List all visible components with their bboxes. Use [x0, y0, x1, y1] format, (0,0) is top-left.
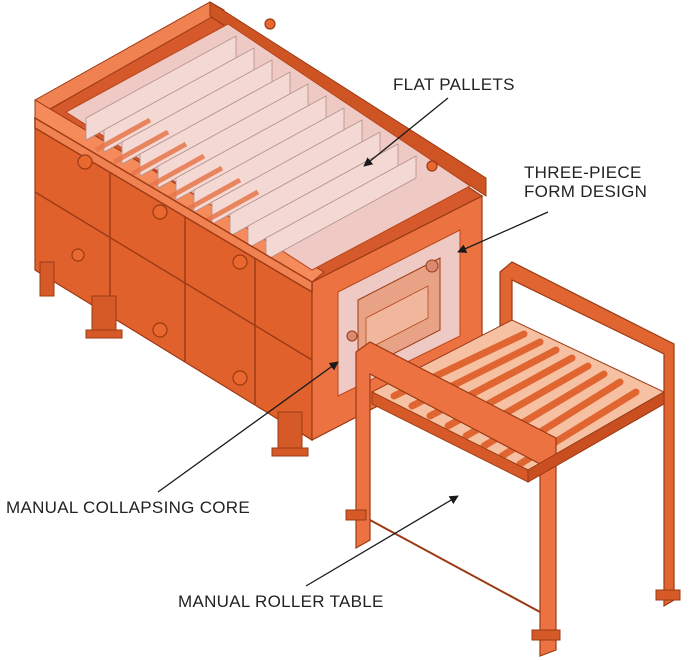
callout-three-piece-form-design: THREE-PIECE FORM DESIGN	[524, 163, 647, 201]
core-inner-floor	[365, 285, 429, 351]
core-hinge-icon	[425, 259, 439, 273]
callout-manual-collapsing-core: MANUAL COLLAPSING CORE	[6, 498, 251, 517]
roller-front-frame	[355, 341, 557, 657]
core-hinge-icon	[346, 330, 358, 342]
leader-collapsing-core	[157, 361, 339, 493]
leader-roller-table	[305, 495, 459, 587]
roller-foot	[655, 589, 681, 601]
leader-flat-pallets	[363, 97, 449, 167]
lifting-lugs	[71, 18, 438, 386]
pallet-slats	[94, 117, 260, 225]
leader-three-piece	[457, 211, 549, 253]
flat-pallets	[65, 23, 471, 271]
roller-foot	[531, 629, 561, 641]
roller-brace	[369, 519, 541, 613]
roller-foot	[345, 509, 367, 521]
callout-flat-pallets: FLAT PALLETS	[393, 75, 515, 94]
form-feet	[39, 261, 309, 457]
callout-three-piece-line2: FORM DESIGN	[524, 182, 648, 201]
leader-lines	[157, 97, 549, 587]
callout-three-piece-line1: THREE-PIECE	[524, 163, 642, 182]
form-top-rim-back	[209, 1, 487, 197]
callout-manual-roller-table: MANUAL ROLLER TABLE	[178, 592, 384, 611]
roller-table	[345, 261, 681, 657]
roller-side-rail	[527, 391, 665, 483]
form-side-frame	[34, 116, 313, 404]
